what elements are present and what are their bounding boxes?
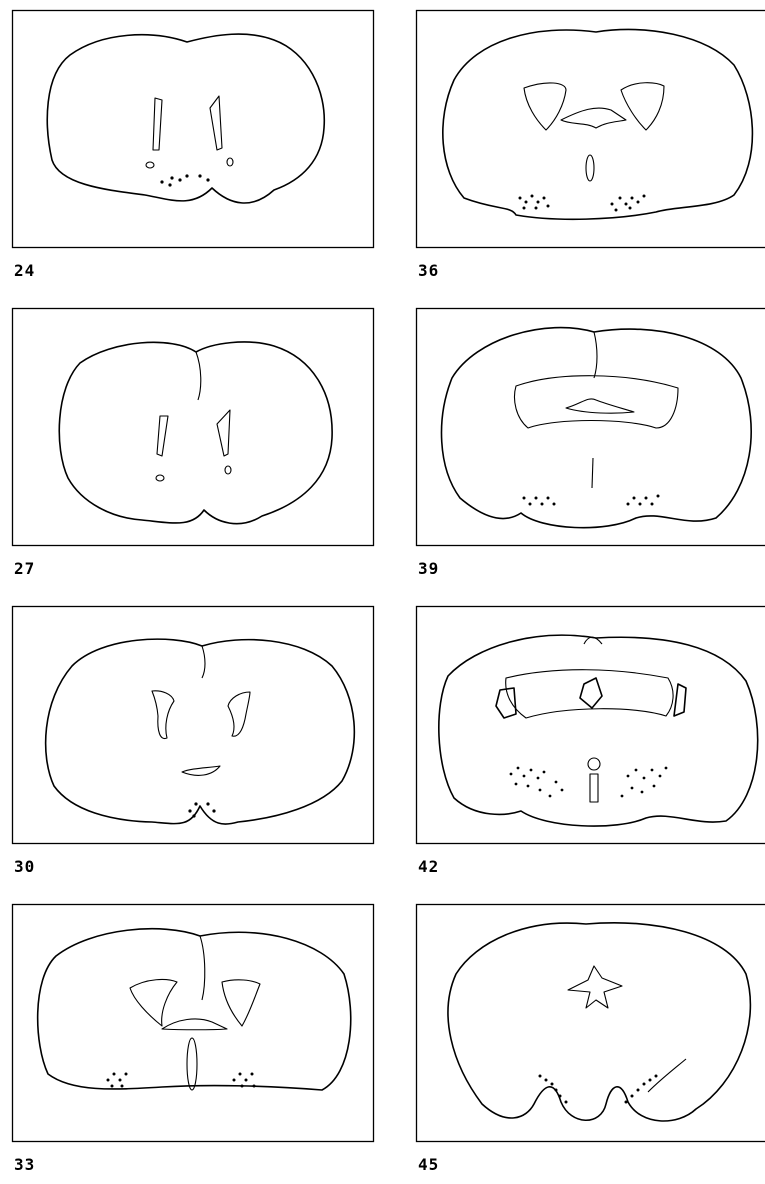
section-panel-36: 36 xyxy=(416,10,765,260)
section-panel-27: 27 xyxy=(12,308,374,558)
section-panel-42: 42 xyxy=(416,606,765,856)
panel-frame xyxy=(13,905,374,1142)
panel-frame xyxy=(417,309,765,546)
section-label: 39 xyxy=(418,560,439,578)
panel-frame xyxy=(13,309,374,546)
section-drawing-24 xyxy=(12,10,374,260)
section-panel-24: 24 xyxy=(12,10,374,260)
section-label: 33 xyxy=(14,1156,35,1174)
section-label: 30 xyxy=(14,858,35,876)
section-panel-33: 33 xyxy=(12,904,374,1154)
section-panel-39: 39 xyxy=(416,308,765,558)
section-label: 42 xyxy=(418,858,439,876)
section-drawing-27 xyxy=(12,308,374,558)
section-drawing-30 xyxy=(12,606,374,856)
panel-frame xyxy=(13,607,374,844)
section-drawing-42 xyxy=(416,606,765,856)
section-label: 45 xyxy=(418,1156,439,1174)
section-panel-45: 45 xyxy=(416,904,765,1154)
panel-frame xyxy=(417,11,765,248)
section-panel-30: 30 xyxy=(12,606,374,856)
panel-frame xyxy=(13,11,374,248)
section-drawing-45 xyxy=(416,904,765,1154)
panel-frame xyxy=(417,905,765,1142)
section-label: 36 xyxy=(418,262,439,280)
section-label: 27 xyxy=(14,560,35,578)
section-label: 24 xyxy=(14,262,35,280)
section-drawing-39 xyxy=(416,308,765,558)
section-drawing-36 xyxy=(416,10,765,260)
section-drawing-33 xyxy=(12,904,374,1154)
